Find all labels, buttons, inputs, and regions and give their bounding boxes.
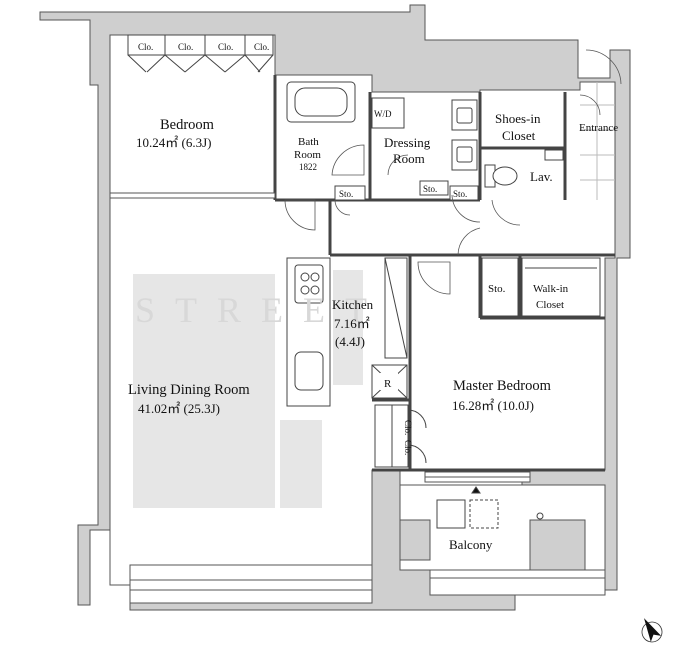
kitchen-name: Kitchen bbox=[332, 297, 374, 312]
balcony-railing bbox=[129, 564, 606, 604]
master-area: 16.28㎡ (10.0J) bbox=[452, 398, 534, 413]
balcony-label: Balcony bbox=[449, 537, 493, 552]
lav-label: Lav. bbox=[530, 169, 553, 184]
watermark: STREET bbox=[135, 290, 387, 330]
bath-name-2: Room bbox=[294, 149, 321, 161]
refrigerator-label: R bbox=[384, 378, 392, 390]
bath-name-1: Bath bbox=[298, 136, 319, 148]
kitchen-rear-counter bbox=[384, 257, 408, 359]
bedroom-name: Bedroom bbox=[160, 117, 215, 133]
wd-label: W/D bbox=[374, 109, 392, 119]
shoes-closet-1: Shoes-in bbox=[495, 111, 541, 126]
bedroom-area: 10.24㎡ (6.3J) bbox=[136, 135, 211, 150]
balcony-furniture bbox=[436, 486, 544, 529]
door-swings bbox=[284, 49, 622, 426]
sto-label-lav: Sto. bbox=[453, 189, 467, 199]
window-sashes bbox=[109, 192, 531, 483]
kitchen-counter bbox=[286, 257, 331, 407]
north-arrow-icon bbox=[641, 618, 663, 643]
dressing-name-1: Dressing bbox=[384, 135, 431, 150]
small-storage bbox=[334, 180, 479, 201]
kitchen-tatami: (4.4J) bbox=[335, 334, 365, 349]
refrigerator bbox=[371, 364, 408, 399]
entrance-label: Entrance bbox=[579, 122, 618, 134]
living-name: Living Dining Room bbox=[128, 382, 250, 398]
closet-label-2: Clo. bbox=[178, 42, 193, 52]
washer-dryer bbox=[371, 97, 405, 129]
living-furniture bbox=[133, 270, 363, 508]
walkin-1: Walk-in bbox=[533, 283, 569, 295]
closet-label-4: Clo. bbox=[254, 42, 269, 52]
closet-label-1: Clo. bbox=[138, 42, 153, 52]
master-closet-label-upper: Clo. bbox=[403, 420, 413, 435]
master-storage bbox=[481, 257, 601, 317]
master-closet-label-lower: Clo. bbox=[403, 440, 413, 455]
master-closets bbox=[374, 404, 427, 468]
living-area: 41.02㎡ (25.3J) bbox=[138, 401, 220, 416]
toilet bbox=[484, 149, 564, 188]
walkin-2: Closet bbox=[536, 299, 564, 311]
closet-label-3: Clo. bbox=[218, 42, 233, 52]
sto-label-master: Sto. bbox=[488, 283, 506, 295]
kitchen-area: 7.16㎡ bbox=[334, 316, 370, 331]
bath-size: 1822 bbox=[299, 162, 317, 172]
bedroom-closets bbox=[127, 34, 274, 73]
sto-label-bath: Sto. bbox=[339, 189, 353, 199]
master-name: Master Bedroom bbox=[453, 378, 552, 394]
bathtub bbox=[286, 81, 356, 123]
shoes-closet-2: Closet bbox=[502, 128, 536, 143]
dressing-name-2: Room bbox=[393, 151, 425, 166]
sto-label-dressing: Sto. bbox=[423, 184, 437, 194]
entrance-floor bbox=[580, 82, 615, 200]
balcony-area bbox=[399, 484, 606, 576]
dressing-cabinets bbox=[451, 99, 478, 171]
